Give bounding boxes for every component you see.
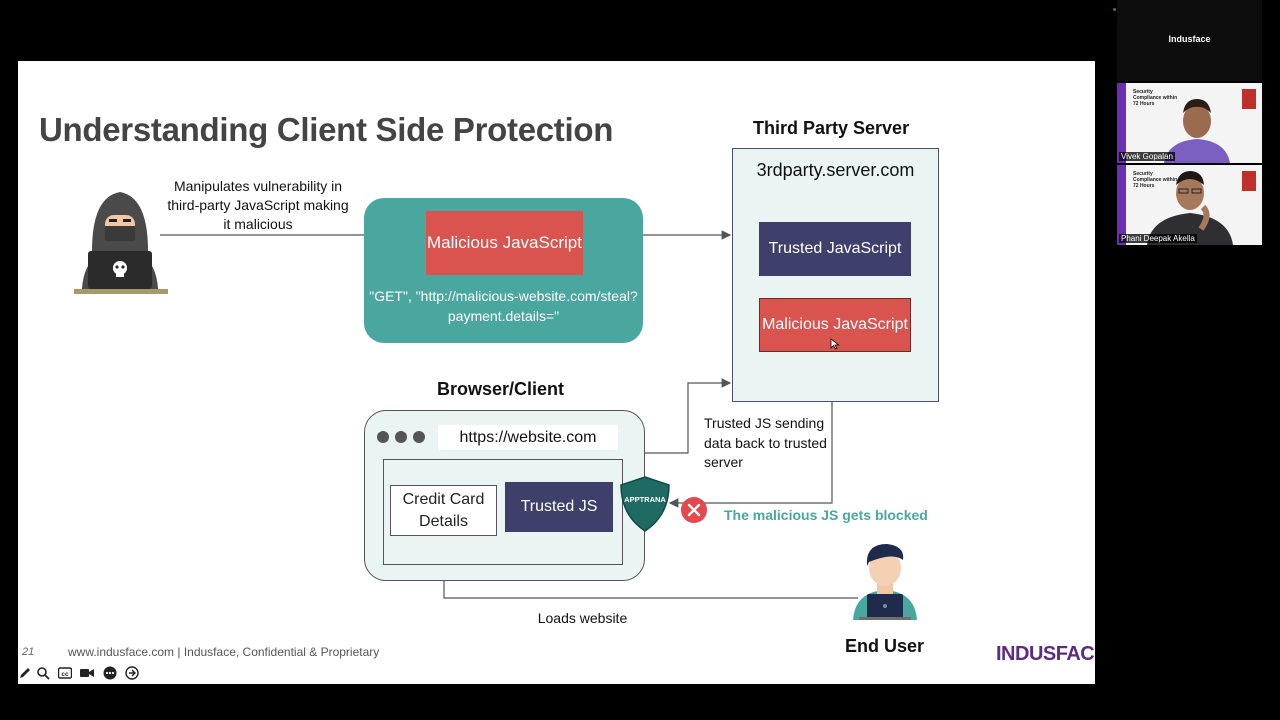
mouse-cursor-icon — [830, 338, 840, 350]
malicious-javascript-block: Malicious JavaScript — [426, 211, 583, 275]
video-caption: Security Compliance within 72 Hours — [1133, 171, 1178, 189]
status-dot-icon — [1113, 8, 1116, 11]
video-caption: Security Compliance within 72 Hours — [1133, 89, 1178, 107]
window-dot-icon — [377, 431, 389, 443]
camera-icon[interactable] — [80, 666, 94, 680]
end-user-label: End User — [845, 636, 925, 656]
participant-name: Vivek Gopalan — [1119, 152, 1175, 161]
brand-stripe — [1117, 165, 1126, 245]
brand-stripe — [1117, 83, 1126, 163]
captions-icon[interactable]: cc — [58, 666, 72, 680]
slide-title: Understanding Client Side Protection — [39, 111, 614, 148]
malicious-get-request: "GET", "http://malicious-website.com/ste… — [369, 288, 638, 324]
blocked-message: The malicious JS gets blocked — [724, 507, 928, 523]
loads-website-label: Loads website — [537, 610, 628, 626]
next-slide-icon[interactable] — [125, 666, 139, 680]
slide-footer: www.indusface.com | Indusface, Confident… — [68, 645, 380, 659]
panel-title: Indusface — [1168, 34, 1211, 44]
pen-icon[interactable] — [18, 666, 32, 680]
badge-icon — [1242, 89, 1256, 109]
search-icon[interactable] — [36, 666, 50, 680]
participant-video[interactable]: Security Compliance within 72 Hours Vive… — [1117, 83, 1262, 163]
more-options-icon[interactable] — [103, 666, 117, 680]
svg-text:cc: cc — [61, 671, 69, 678]
third-party-server-header: Third Party Server — [753, 118, 910, 138]
participant-name: Phani Deepak Akella — [1119, 234, 1197, 243]
hacker-icon — [74, 192, 168, 294]
attacker-description: Manipulates vulnerability in third-party… — [167, 178, 349, 232]
apptrana-shield-icon: APPTRANA — [620, 476, 670, 532]
badge-icon — [1242, 171, 1256, 191]
end-user-icon — [853, 544, 917, 620]
brand-wordmark: INDUSFACE — [996, 643, 1095, 665]
shield-label: APPTRANA — [624, 495, 666, 504]
trusted-js-block: Trusted JS — [505, 482, 613, 532]
credit-card-details-field: Credit Card Details — [390, 485, 497, 536]
trusted-javascript-block: Trusted JavaScript — [759, 222, 911, 276]
presentation-slide: Understanding Client Side Protection — [18, 61, 1095, 684]
participant-avatar — [1164, 99, 1230, 163]
slide-number: 21 — [22, 646, 35, 658]
browser-url-bar: https://website.com — [438, 425, 618, 450]
brand-logo: INDUSFACE™ — [996, 643, 1095, 666]
window-dot-icon — [413, 431, 425, 443]
participant-video[interactable]: Security Compliance within 72 Hours Phan… — [1117, 165, 1262, 245]
browser-client-header: Browser/Client — [437, 379, 565, 399]
blocked-x-icon — [681, 497, 707, 523]
trusted-js-sending-label: Trusted JS sending data back to trusted … — [704, 415, 827, 470]
window-dot-icon — [395, 431, 407, 443]
server-hostname: 3rdparty.server.com — [756, 160, 915, 180]
speaker-panel — [1117, 0, 1262, 81]
